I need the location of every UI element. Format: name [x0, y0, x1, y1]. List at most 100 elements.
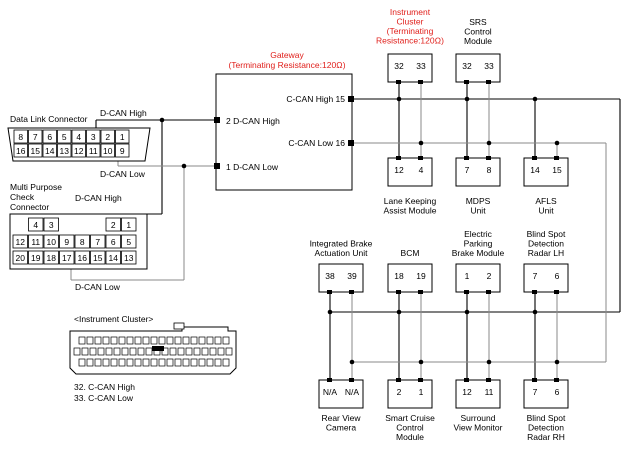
module-name: Instrument [390, 7, 431, 17]
module-name: Surround [461, 413, 496, 423]
module-pin: 2 [487, 271, 492, 281]
module-box [387, 379, 433, 409]
module-box [455, 379, 501, 409]
gateway-pin-can-low: C-CAN Low 16 [288, 138, 345, 148]
module-pin: 6 [555, 271, 560, 281]
module-box [318, 263, 364, 293]
module-pin: 32 [462, 61, 472, 71]
mpc-pin: 16 [78, 253, 88, 263]
dlc-pin: 1 [120, 132, 125, 142]
module-pin: 7 [533, 271, 538, 281]
module-name: Lane Keeping [384, 196, 437, 206]
module-pin: 11 [485, 387, 494, 397]
module-pin: 12 [462, 387, 472, 397]
module-name: Cluster [397, 17, 424, 27]
module-box [387, 53, 433, 83]
dlc-pin: 11 [89, 146, 98, 156]
dlc-pin: 7 [33, 132, 38, 142]
module-name: Rear View [321, 413, 361, 423]
gateway-subtitle: (Terminating Resistance:120Ω) [228, 60, 345, 70]
module-name: Module [396, 432, 424, 442]
mpc-pin: 20 [16, 253, 26, 263]
module-pin: 1 [465, 271, 470, 281]
instrument-cluster-connector: <Instrument Cluster> 32. C-CAN High 33. … [69, 314, 237, 403]
module-pin: 18 [394, 271, 404, 281]
module-name: Integrated Brake [310, 239, 373, 249]
mpc-pin: 9 [64, 237, 69, 247]
dlc-pin: 4 [76, 132, 81, 142]
module-name: Unit [538, 206, 554, 216]
dlc-pin: 6 [47, 132, 52, 142]
module-pin: 38 [325, 271, 335, 281]
module-pin: 7 [533, 387, 538, 397]
module-pin: N/A [345, 387, 360, 397]
mpc-pin: 7 [95, 237, 100, 247]
module-name: Brake Module [452, 248, 505, 258]
mpc-pin: 2 [111, 220, 116, 230]
mpc-label-3: Connector [10, 202, 49, 212]
module-pin: 14 [530, 165, 540, 175]
mpc-pin: 14 [109, 253, 119, 263]
dlc-pin: 12 [74, 146, 84, 156]
c-can-high-bus [329, 82, 621, 383]
mpc-pin: 18 [47, 253, 57, 263]
module-box [455, 263, 501, 293]
modules: InstrumentCluster(TerminatingResistance:… [310, 7, 569, 442]
mpc-pin: 1 [126, 220, 131, 230]
module-box [318, 379, 364, 409]
module-name: Parking [464, 239, 493, 249]
mpc-label-1: Multi Purpose [10, 182, 62, 192]
mpc-pin: 4 [33, 220, 38, 230]
mpc-pin: 13 [124, 253, 134, 263]
module-name: SRS [469, 17, 487, 27]
mpc-pin: 8 [80, 237, 85, 247]
module-box [387, 263, 433, 293]
cluster-pin-note-33: 33. C-CAN Low [74, 393, 134, 403]
cluster-pin-note-32: 32. C-CAN High [74, 382, 135, 392]
module-pin: 33 [416, 61, 426, 71]
module-pin: 8 [487, 165, 492, 175]
module-name: Module [464, 36, 492, 46]
module-name: Actuation Unit [315, 248, 369, 258]
module-name: Radar RH [527, 432, 565, 442]
dlc-pin: 9 [120, 146, 125, 156]
module-name: Blind Spot [527, 229, 566, 239]
mpc-pin: 10 [47, 237, 57, 247]
module-pin: 32 [394, 61, 404, 71]
module-name: Radar LH [528, 248, 564, 258]
dlc-pin: 2 [105, 132, 110, 142]
module-pin: 12 [394, 165, 404, 175]
mpc-pin: 11 [31, 237, 40, 247]
module-pin: 2 [397, 387, 402, 397]
module-pin: 15 [552, 165, 562, 175]
mpc-pin: 15 [93, 253, 103, 263]
module-pin: 6 [555, 387, 560, 397]
junction-dots [159, 96, 560, 365]
module-box [455, 157, 501, 187]
gateway-pin-dcan-high: 2 D-CAN High [226, 116, 280, 126]
module-box [455, 53, 501, 83]
module-name: MDPS [466, 196, 491, 206]
mpc-pin: 19 [31, 253, 41, 263]
module-name: Assist Module [384, 206, 437, 216]
mpc-pin: 12 [16, 237, 26, 247]
module-name: Camera [326, 423, 357, 433]
mpc-pin: 6 [111, 237, 116, 247]
module-pin: 4 [419, 165, 424, 175]
dlc-pin: 5 [62, 132, 67, 142]
module-name: Smart Cruise [385, 413, 435, 423]
dlc-pin: 10 [103, 146, 113, 156]
dlc-pin: 15 [31, 146, 41, 156]
dlc-pin: 8 [18, 132, 23, 142]
module-pin: 19 [416, 271, 426, 281]
module-name: Detection [528, 423, 564, 433]
module-name: Blind Spot [527, 413, 566, 423]
module-name: Control [396, 423, 424, 433]
mpc-pin: 3 [49, 220, 54, 230]
dlc-label: Data Link Connector [10, 114, 88, 124]
module-box [523, 379, 569, 409]
c-can-low-bus [351, 82, 607, 383]
